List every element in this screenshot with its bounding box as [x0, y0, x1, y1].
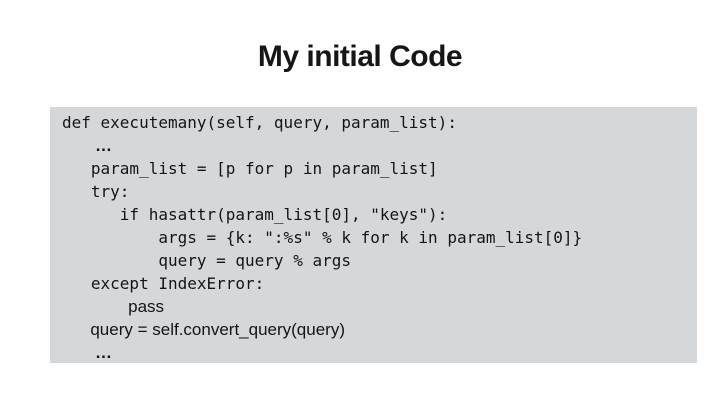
code-line: param_list = [p for p in param_list]	[62, 159, 438, 178]
code-line: try:	[62, 182, 130, 201]
code-line-ellipsis: …	[62, 136, 113, 155]
code-block: def executemany(self, query, param_list)…	[50, 107, 697, 363]
code-line: if hasattr(param_list[0], "keys"):	[62, 205, 448, 224]
slide-title: My initial Code	[257, 40, 463, 73]
code-line-ellipsis: …	[62, 343, 113, 362]
code-line: pass	[62, 297, 165, 316]
code-line: except IndexError:	[62, 274, 265, 293]
code-line: query = query % args	[62, 251, 351, 270]
code-line: query = self.convert_query(query)	[62, 320, 345, 339]
code-line: args = {k: ":%s" % k for k in param_list…	[62, 228, 583, 247]
code-line: def executemany(self, query, param_list)…	[62, 113, 457, 132]
